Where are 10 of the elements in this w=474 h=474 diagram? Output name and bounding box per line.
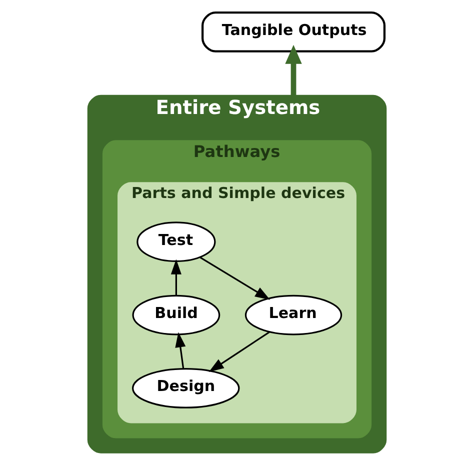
node-ellipse: Test [136,222,216,262]
arrow [170,259,182,296]
arrow [200,256,270,300]
arrow [285,44,302,96]
node-ellipse: Design [132,368,240,408]
arrow [208,331,270,372]
node-box: Tangible Outputs [201,12,386,52]
node-ellipse: Build [132,294,220,336]
arrow [175,332,186,369]
node-ellipse: Learn [244,294,342,336]
